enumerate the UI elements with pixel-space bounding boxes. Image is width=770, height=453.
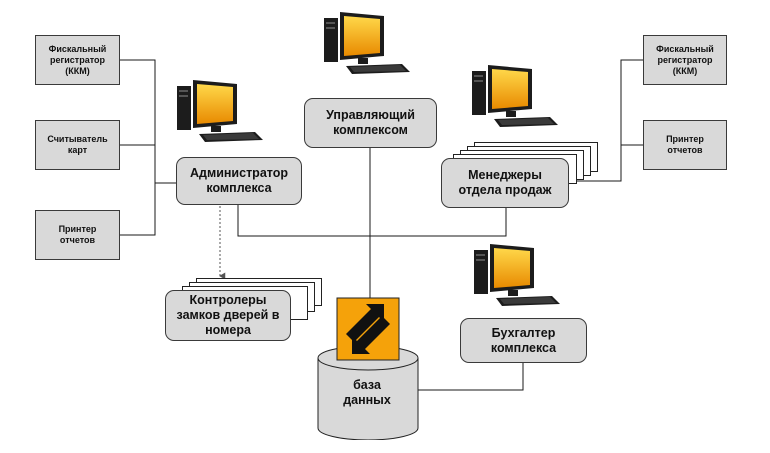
managers-box: Менеджеры отдела продаж	[441, 158, 569, 208]
printer-right-box: Принтер отчетов	[643, 120, 727, 170]
admin-computer-icon	[177, 80, 263, 142]
accountant-computer-icon	[474, 244, 560, 306]
accountant-label: Бухгалтер комплекса	[490, 325, 557, 355]
accountant-db-line	[416, 362, 524, 391]
card-reader-label: Считыватель карт	[47, 134, 108, 155]
fiscal-register-left-box: Фискальный регистратор (ККМ)	[35, 35, 120, 85]
card-reader-box: Считыватель карт	[35, 120, 120, 170]
printer-left-box: Принтер отчетов	[35, 210, 120, 260]
right-bus-line	[575, 59, 643, 182]
database-label: база данных	[343, 378, 391, 407]
database-cylinder-icon	[317, 297, 419, 440]
fiscal-register-right-box: Фискальный регистратор (ККМ)	[643, 35, 727, 85]
controllers-label: Контролеры замков дверей в номера	[176, 293, 280, 337]
admin-box: Администратор комплекса	[176, 157, 302, 205]
printer-left-label: Принтер отчетов	[58, 224, 97, 245]
fiscal-register-right-label: Фискальный регистратор (ККМ)	[656, 43, 714, 76]
admin-managers-line	[237, 205, 507, 237]
managers-computer-icon	[472, 65, 558, 127]
left-bus-line	[119, 59, 156, 236]
admin-label: Администратор комплекса	[189, 166, 289, 195]
database-sync-icon	[336, 297, 400, 361]
managers-label: Менеджеры отдела продаж	[458, 168, 552, 197]
control-complex-label: Управляющий комплексом	[326, 108, 415, 137]
accountant-box: Бухгалтер комплекса	[460, 318, 587, 363]
printer-right-label: Принтер отчетов	[666, 134, 704, 155]
fiscal-register-left-label: Фискальный регистратор (ККМ)	[48, 43, 107, 76]
controllers-box: Контролеры замков дверей в номера	[165, 290, 291, 341]
control-computer-icon	[324, 12, 410, 74]
control-complex-box: Управляющий комплексом	[304, 98, 437, 148]
